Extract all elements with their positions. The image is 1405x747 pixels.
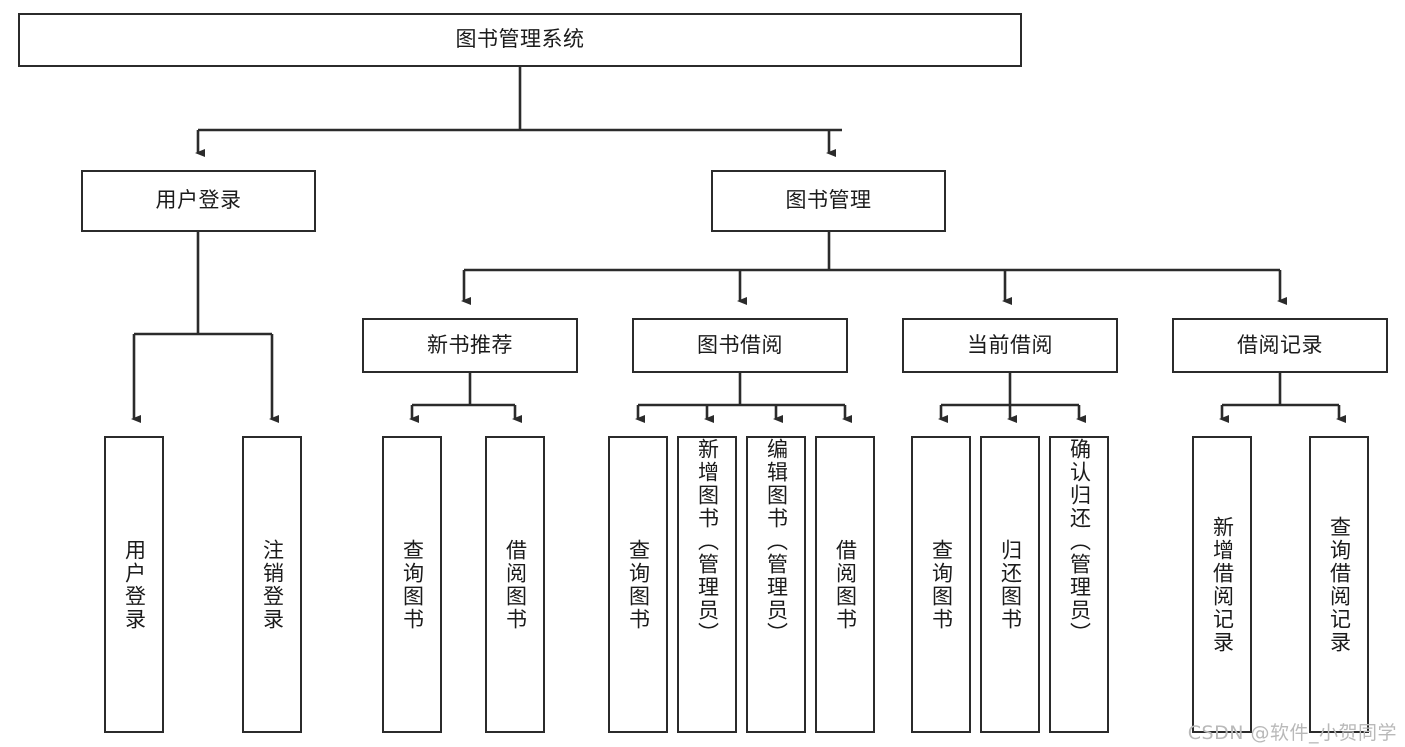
watermark-text: CSDN @软件_小贺同学 — [1187, 722, 1397, 744]
node-current-borrow[interactable]: 当前借阅 — [902, 318, 1118, 373]
leaf-return-book-label: 归还图书 — [998, 538, 1023, 631]
leaf-add-book-admin-label: 新增图书（管理员） — [695, 438, 720, 645]
leaf-borrow-book-newbook[interactable]: 借阅图书 — [485, 436, 545, 733]
node-borrow-record-label: 借阅记录 — [1237, 332, 1323, 357]
leaf-logout[interactable]: 注销登录 — [242, 436, 302, 733]
leaf-confirm-return-admin[interactable]: 确认归还（管理员） — [1049, 436, 1109, 733]
node-new-book-recommend-label: 新书推荐 — [427, 332, 513, 357]
node-current-borrow-label: 当前借阅 — [967, 332, 1053, 357]
leaf-user-login-label: 用户登录 — [122, 538, 147, 631]
node-user-login[interactable]: 用户登录 — [81, 170, 316, 232]
leaf-query-book-borrow-label: 查询图书 — [626, 538, 651, 631]
leaf-query-book-current-label: 查询图书 — [929, 538, 954, 631]
node-book-management[interactable]: 图书管理 — [711, 170, 946, 232]
leaf-borrow-book-label: 借阅图书 — [833, 538, 858, 631]
leaf-logout-label: 注销登录 — [260, 538, 285, 631]
leaf-borrow-book-newbook-label: 借阅图书 — [503, 538, 528, 631]
leaf-add-borrow-record-label: 新增借阅记录 — [1210, 515, 1235, 654]
leaf-borrow-book[interactable]: 借阅图书 — [815, 436, 875, 733]
leaf-add-borrow-record[interactable]: 新增借阅记录 — [1192, 436, 1252, 733]
node-root[interactable]: 图书管理系统 — [18, 13, 1022, 67]
leaf-query-borrow-record-label: 查询借阅记录 — [1327, 515, 1352, 654]
leaf-query-book-current[interactable]: 查询图书 — [911, 436, 971, 733]
leaf-query-book-newbook-label: 查询图书 — [400, 538, 425, 631]
leaf-edit-book-admin-label: 编辑图书（管理员） — [764, 438, 789, 645]
node-user-login-label: 用户登录 — [155, 188, 242, 213]
leaf-query-book-borrow[interactable]: 查询图书 — [608, 436, 668, 733]
leaf-query-borrow-record[interactable]: 查询借阅记录 — [1309, 436, 1369, 733]
leaf-query-book-newbook[interactable]: 查询图书 — [382, 436, 442, 733]
leaf-add-book-admin[interactable]: 新增图书（管理员） — [677, 436, 737, 733]
node-root-label: 图书管理系统 — [455, 27, 585, 52]
leaf-edit-book-admin[interactable]: 编辑图书（管理员） — [746, 436, 806, 733]
node-new-book-recommend[interactable]: 新书推荐 — [362, 318, 578, 373]
leaf-return-book[interactable]: 归还图书 — [980, 436, 1040, 733]
node-book-management-label: 图书管理 — [785, 188, 872, 213]
node-borrow-record[interactable]: 借阅记录 — [1172, 318, 1388, 373]
leaf-user-login[interactable]: 用户登录 — [104, 436, 164, 733]
leaf-confirm-return-admin-label: 确认归还（管理员） — [1067, 438, 1092, 645]
node-book-borrow-label: 图书借阅 — [697, 332, 783, 357]
node-book-borrow[interactable]: 图书借阅 — [632, 318, 848, 373]
